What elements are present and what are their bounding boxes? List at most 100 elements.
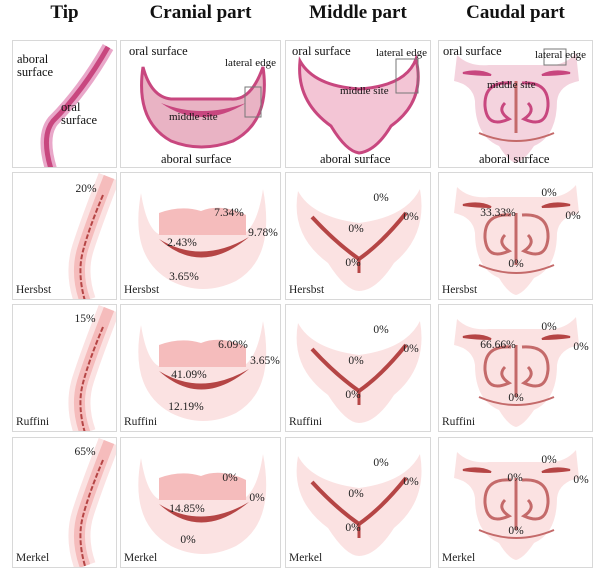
- percentage-label: 0%: [373, 457, 389, 469]
- column-header-cranial: Cranial part: [149, 2, 252, 23]
- middle-schematic: [296, 189, 422, 291]
- panel-cranial-row-1: 7.34% 9.78% 2.43% 3.65% Hersbst: [120, 172, 281, 300]
- receptor-label: Hersbst: [442, 284, 478, 296]
- receptor-label: Merkel: [124, 552, 158, 564]
- percentage-label: 0%: [345, 257, 361, 269]
- percentage-label: 0%: [348, 488, 364, 500]
- panel-tip-row-3: 65% Merkel: [12, 437, 117, 568]
- percentage-label: 0%: [507, 472, 523, 484]
- percentage-label: 0%: [180, 534, 196, 546]
- column-header-caudal: Caudal part: [466, 2, 565, 23]
- column-header-tip: Tip: [50, 2, 79, 23]
- percentage-label: 0%: [573, 474, 589, 486]
- middle-site-label: middle site: [487, 79, 536, 91]
- percentage-label: 20%: [75, 183, 97, 195]
- panel-middle-row-0: oral surface lateral edge middle site abora…: [285, 40, 431, 168]
- lateral-edge-label: lateral edge: [225, 57, 276, 69]
- percentage-label: 14.85%: [169, 503, 205, 515]
- cranial-schematic: [138, 454, 267, 554]
- caudal-schematic: [454, 450, 579, 560]
- percentage-label: 0%: [508, 258, 524, 270]
- tip-schematic: [68, 173, 116, 299]
- panel-cranial-row-3: 0% 0% 14.85% 0% Merkel: [120, 437, 281, 568]
- percentage-label: 0%: [348, 355, 364, 367]
- panel-caudal-row-0: oral surface lateral edge middle site abora…: [438, 40, 593, 168]
- column-header-middle: Middle part: [309, 2, 407, 23]
- lateral-edge-label: lateral edge: [376, 47, 427, 59]
- middle-site-label: middle site: [340, 85, 389, 97]
- panel-middle-row-3: 0% 0% 0% 0% Merkel: [285, 437, 431, 568]
- cranial-schematic: [138, 321, 267, 421]
- receptor-label: Ruffini: [289, 416, 323, 428]
- oral-surface-label: oral surface: [129, 44, 188, 58]
- percentage-label: 0%: [541, 321, 557, 333]
- percentage-label: 0%: [222, 472, 238, 484]
- receptor-label: Ruffini: [442, 416, 476, 428]
- percentage-label: 33.33%: [480, 207, 516, 219]
- percentage-label: 0%: [565, 210, 581, 222]
- percentage-label: 0%: [508, 525, 524, 537]
- percentage-label: 0%: [541, 454, 557, 466]
- percentage-label: 12.19%: [168, 401, 204, 413]
- middle-schematic: [296, 454, 422, 556]
- middle-schematic: [296, 321, 422, 423]
- receptor-label: Hersbst: [289, 284, 325, 296]
- aboral-surface-label: aboral surface: [161, 152, 232, 166]
- panel-caudal-row-3: 0% 0% 0% 0% Merkel: [438, 437, 593, 568]
- lateral-edge-label: lateral edge: [535, 49, 586, 61]
- receptor-label: Merkel: [16, 552, 50, 564]
- middle-site-label: middle site: [169, 111, 218, 123]
- panel-middle-row-2: 0% 0% 0% 0% Ruffini: [285, 304, 431, 432]
- receptor-label: Ruffini: [124, 416, 158, 428]
- panel-tip-row-1: 20% Hersbst: [12, 172, 117, 300]
- percentage-label: 0%: [249, 492, 265, 504]
- aboral-surface-label: aboral surface: [479, 152, 550, 166]
- percentage-label: 3.65%: [250, 355, 280, 367]
- percentage-label: 0%: [403, 211, 419, 223]
- receptor-label: Merkel: [289, 552, 323, 564]
- aboral-surface-label: aboral surface: [320, 152, 391, 166]
- percentage-label: 0%: [373, 192, 389, 204]
- percentage-label: 15%: [74, 313, 96, 325]
- percentage-label: 0%: [345, 522, 361, 534]
- percentage-label: 9.78%: [248, 227, 278, 239]
- caudal-schematic: [454, 185, 579, 295]
- panel-caudal-row-2: 0% 66.66% 0% 0% Ruffini: [438, 304, 593, 432]
- panel-cranial-row-0: oral surface lateral edge middle site abora…: [120, 40, 281, 168]
- percentage-label: 41.09%: [171, 369, 207, 381]
- percentage-label: 7.34%: [214, 207, 244, 219]
- percentage-label: 66.66%: [480, 339, 516, 351]
- percentage-label: 0%: [348, 223, 364, 235]
- oral-surface-label: oral surface: [61, 100, 98, 127]
- percentage-label: 0%: [403, 476, 419, 488]
- receptor-label: Ruffini: [16, 416, 50, 428]
- percentage-label: 0%: [573, 341, 589, 353]
- tip-schematic: [68, 438, 116, 567]
- receptor-label: Hersbst: [16, 284, 52, 296]
- percentage-label: 65%: [74, 446, 96, 458]
- percentage-label: 3.65%: [169, 271, 199, 283]
- receptor-label: Hersbst: [124, 284, 160, 296]
- panel-cranial-row-2: 6.09%3.65% 41.09% 12.19% Ruffini: [120, 304, 281, 432]
- caudal-histology-image: [454, 48, 579, 163]
- cranial-histology-image: [140, 66, 266, 149]
- panel-tip-row-2: 15% Ruffini: [12, 304, 117, 432]
- caudal-schematic: [454, 317, 579, 427]
- percentage-label: 0%: [345, 389, 361, 401]
- panel-tip-row-0: aboral surface oral surface: [12, 40, 117, 168]
- cranial-schematic: [138, 189, 267, 289]
- tip-schematic: [68, 305, 116, 431]
- panel-middle-row-1: 0% 0% 0% 0% Hersbst: [285, 172, 431, 300]
- percentage-label: 0%: [373, 324, 389, 336]
- panel-caudal-row-1: 0%33.33%0%0%Hersbst: [438, 172, 593, 300]
- oral-surface-label: oral surface: [292, 44, 351, 58]
- percentage-label: 2.43%: [167, 237, 197, 249]
- middle-histology-image: [298, 53, 420, 155]
- percentage-label: 6.09%: [218, 339, 248, 351]
- percentage-label: 0%: [508, 392, 524, 404]
- oral-surface-label: oral surface: [443, 44, 502, 58]
- aboral-surface-label: aboral surface: [17, 52, 54, 79]
- receptor-label: Merkel: [442, 552, 476, 564]
- percentage-label: 0%: [403, 343, 419, 355]
